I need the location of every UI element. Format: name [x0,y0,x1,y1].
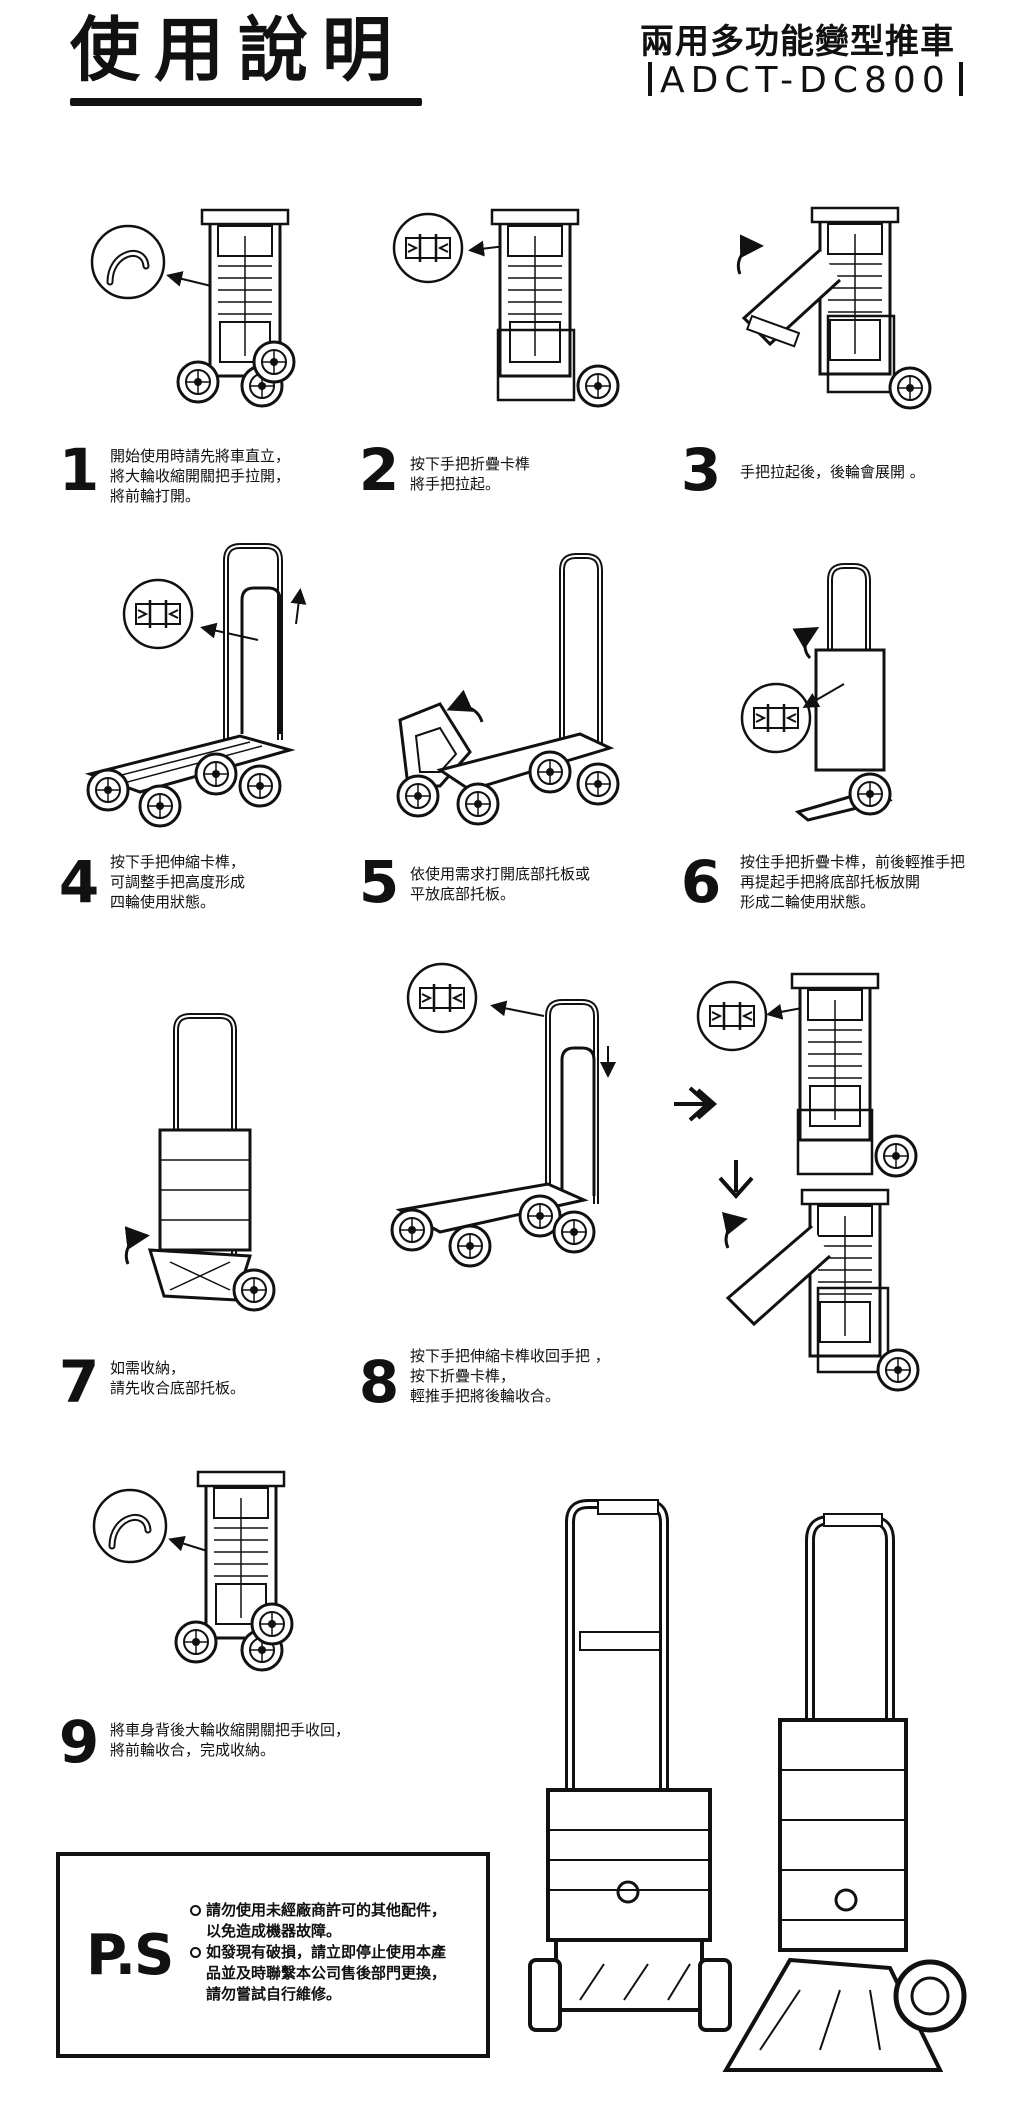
bullet-circle-icon [190,1905,201,1916]
step-2-text: 按下手把折疊卡榫 將手把拉起。 [410,454,530,494]
step-5-text: 依使用需求打開底部托板或 平放底部托板。 [410,864,590,904]
step-line: 將前輪收合，完成收納。 [110,1741,276,1759]
product-front-view [528,1499,732,2032]
step-line: 如需收納， [110,1359,186,1377]
step-2-illustration [392,208,620,408]
step-line: 四輪使用狀態。 [110,893,216,911]
step-line: 將大輪收縮開關把手拉開， [110,467,291,485]
ps-notice-box [56,1852,490,2058]
step-line: 按下手把伸縮卡榫， [110,853,246,871]
step-line: 依使用需求打開底部托板或 [410,865,591,883]
step-7-text: 如需收納， 請先收合底部托板。 [110,1358,245,1398]
step-6-number: 6 [680,848,722,916]
ps-item-text: 請勿使用未經廠商許可的其他配件，以免造成機器故障。 [206,1901,447,1940]
step-line: 將手把拉起。 [410,475,501,493]
step-9-text: 將車身背後大輪收縮開關把手收回， 將前輪收合，完成收納。 [110,1720,350,1760]
step-4-illustration [84,543,307,828]
title-underline [70,98,422,106]
step-3-illustration [736,206,932,410]
step-line: 將前輪打開。 [110,487,201,505]
step-line: 按住手把折疊卡榫，前後輕推手把 [740,853,966,871]
step-line: 請先收合底部托板。 [110,1379,246,1397]
step-line: 按下手把折疊卡榫 [410,455,531,473]
step-4-text: 按下手把伸縮卡榫， 可調整手把高度形成 四輪使用狀態。 [110,852,245,912]
step-9-number: 9 [58,1708,100,1776]
model-bar-right [958,62,963,96]
step-4-number: 4 [58,848,100,916]
step-6-text: 按住手把折疊卡榫，前後輕推手把 再提起手把將底部托板放開 形成二輪使用狀態。 [740,852,965,912]
step-1-number: 1 [58,436,100,504]
product-name: 兩用多功能變型推車 [640,22,955,62]
ps-list: 請勿使用未經廠商許可的其他配件，以免造成機器故障。 如發現有破損，請立即停止使用… [190,1900,460,2005]
step-8-continuation [674,972,920,1392]
step-line: 手把拉起後，後輪會展開 。 [740,463,925,481]
step-3-text: 手把拉起後，後輪會展開 。 [740,462,925,482]
step-6-illustration [740,563,893,822]
step-1-text: 開始使用時請先將車直立， 將大輪收縮開關把手拉開， 將前輪打開。 [110,446,290,506]
step-line: 輕推手把將後輪收合。 [410,1387,561,1405]
step-3-number: 3 [680,436,722,504]
step-5-number: 5 [358,848,400,916]
ps-item-text: 如發現有破損，請立即停止使用本產品並及時聯繫本公司售後部門更換，請勿嘗試自行維修… [206,1943,447,2003]
ps-item: 如發現有破損，請立即停止使用本產品並及時聯繫本公司售後部門更換，請勿嘗試自行維修… [190,1942,460,2005]
step-7-number: 7 [58,1348,100,1416]
model-label: ADCT-DC800 [660,60,951,101]
step-line: 平放底部托板。 [410,885,516,903]
step-1-illustration [92,208,296,408]
ps-item: 請勿使用未經廠商許可的其他配件，以免造成機器故障。 [190,1900,460,1942]
step-line: 再提起手把將底部托板放開 [740,873,921,891]
step-7-illustration [124,1013,276,1312]
bullet-circle-icon [190,1947,201,1958]
step-8-illustration [390,962,616,1268]
step-5-illustration [396,553,620,826]
step-line: 按下折疊卡榫， [410,1367,516,1385]
model-number: ADCT-DC800 [640,60,971,101]
product-side-view [722,1513,967,2072]
step-8-text: 按下手把伸縮卡榫收回手把 ， 按下折疊卡榫， 輕推手把將後輪收合。 [410,1346,610,1406]
ps-label: P.S [86,1923,174,1988]
step-line: 將車身背後大輪收縮開關把手收回， [110,1721,351,1739]
step-8-number: 8 [358,1348,400,1416]
step-line: 開始使用時請先將車直立， [110,447,291,465]
step-2-number: 2 [358,436,400,504]
step-line: 可調整手把高度形成 [110,873,246,891]
step-line: 按下手把伸縮卡榫收回手把 ， [410,1347,610,1365]
step-line: 形成二輪使用狀態。 [740,893,876,911]
page-title: 使用說明 [70,9,406,91]
step-9-illustration [94,1470,294,1672]
model-bar-left [648,62,652,96]
